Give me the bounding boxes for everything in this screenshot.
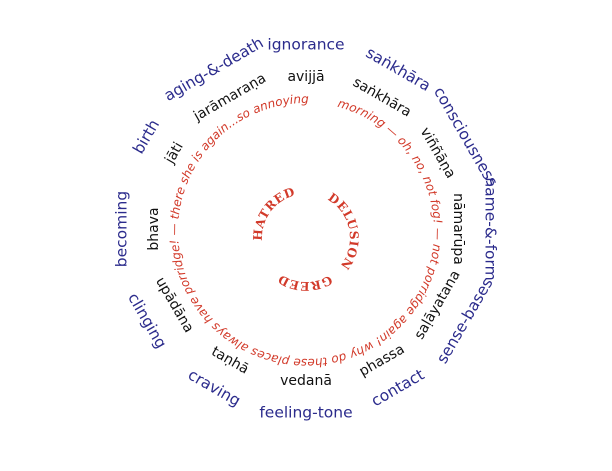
- root-greed: GREED: [276, 272, 335, 293]
- outer-label-9: becoming: [113, 191, 131, 267]
- outer-label-3: name-&-form: [482, 177, 500, 280]
- inner-label-6: vedanā: [280, 373, 332, 389]
- outer-label-0: ignorance: [267, 36, 344, 54]
- root-label-1: GREED: [276, 272, 334, 293]
- inner-label-9: bhava: [146, 207, 162, 250]
- inner-label-3: nāmarūpa: [450, 193, 466, 265]
- inner-label-0: avijjā: [287, 69, 324, 85]
- outer-label-6: feeling-tone: [259, 404, 352, 422]
- root-label-0: DELUSION: [326, 190, 361, 272]
- outer-label-10: birth: [129, 116, 163, 157]
- root-delusion: DELUSION: [326, 190, 362, 272]
- inner-label-10: jāti: [162, 140, 187, 168]
- root-hatred: HATRED: [251, 185, 297, 242]
- root-label-2: HATRED: [251, 185, 297, 242]
